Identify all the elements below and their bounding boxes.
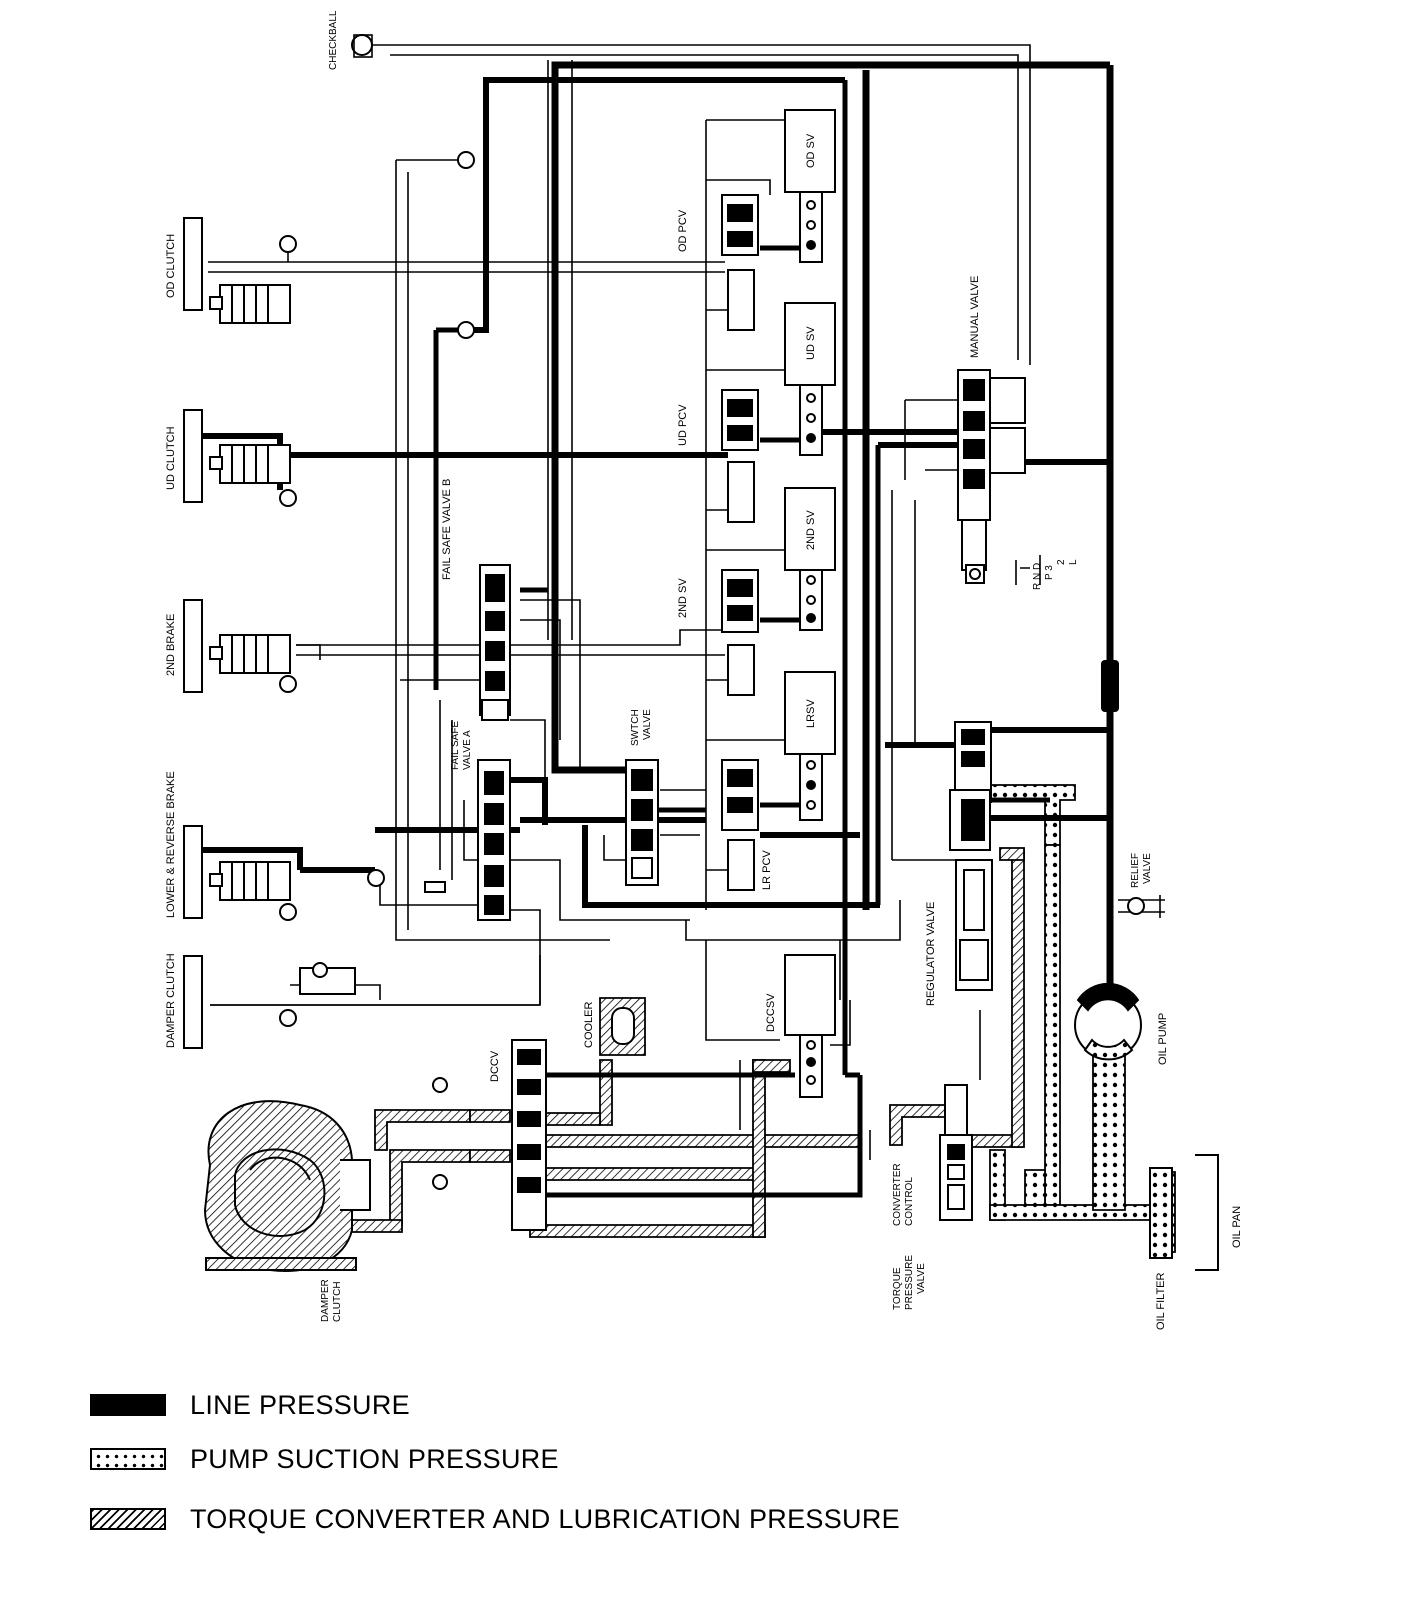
legend-line-pressure: LINE PRESSURE [90, 1386, 990, 1426]
dccv-label: DCCV [489, 1050, 501, 1082]
cooler-label: COOLER [583, 1001, 595, 1048]
fail-safe-a-label-1: FAIL SAFE [450, 721, 461, 770]
switch-valve-label-2: VALVE [642, 709, 653, 740]
relief-valve-label-2: VALVE [1142, 853, 1153, 884]
damper-clutch-label-2: CLUTCH [332, 1281, 343, 1322]
lrsv-label: LRSV [805, 699, 817, 728]
pump-suction-swatch [90, 1448, 166, 1470]
pressure-control-valves [721, 194, 759, 891]
tpv-label-2: PRESSURE [904, 1255, 915, 1310]
ud-sv-label: UD SV [805, 326, 817, 360]
check-balls [351, 34, 1145, 1190]
torque-converter [203, 1100, 371, 1272]
legend-pump-suction: PUMP SUCTION PRESSURE [90, 1440, 990, 1480]
torque-converter-legend-text: TORQUE CONVERTER AND LUBRICATION PRESSUR… [190, 1504, 900, 1534]
solenoid-valves [784, 109, 836, 1098]
legend-torque-converter: TORQUE CONVERTER AND LUBRICATION PRESSUR… [90, 1500, 990, 1540]
od-pcv-label: OD PCV [677, 209, 689, 252]
od-sv-label: OD SV [805, 133, 817, 168]
regulator-valve-label: REGULATOR VALVE [925, 902, 937, 1006]
range-label-1: R N D [1032, 563, 1043, 590]
pump-suction-legend-text: PUMP SUCTION PRESSURE [190, 1444, 559, 1474]
checkball-seat [353, 34, 373, 58]
torque-converter-swatch [90, 1508, 166, 1530]
component-labels: CHECKBALL OD CLUTCH UD CLUTCH 2ND BRAKE … [165, 10, 1243, 1330]
suction-passages [989, 784, 1176, 1253]
oil-pump-label: OIL PUMP [1157, 1013, 1169, 1065]
checkball-label: CHECKBALL [328, 10, 339, 70]
dccv-body [511, 1039, 547, 1231]
dccsv-label: DCCSV [765, 993, 777, 1032]
switch-valve-body [625, 759, 659, 886]
damper-clutch-assembly [183, 955, 356, 1049]
range-label-4: L [1068, 559, 1079, 565]
ud-clutch-assembly [183, 409, 297, 507]
fail-safe-a-label-2: VALVE A [462, 730, 473, 770]
oil-pump [1074, 982, 1142, 1061]
regulator-valve-body [949, 721, 993, 991]
fail-safe-b-label: FAIL SAFE VALVE B [441, 479, 453, 580]
damper-clutch-left-label: DAMPER CLUTCH [165, 953, 177, 1048]
damper-clutch-label-1: DAMPER [320, 1279, 331, 1322]
tpv-label-1: TORQUE [892, 1267, 903, 1310]
lr-brake-label: LOWER & REVERSE BRAKE [165, 771, 177, 918]
2nd-brake-assembly [183, 599, 297, 693]
switch-valve-label-1: SWTCH [630, 709, 641, 746]
converter-control-label-2: CONTROL [904, 1177, 915, 1226]
lr-brake-assembly [183, 825, 297, 921]
ud-clutch-label: UD CLUTCH [165, 426, 177, 490]
oil-pan [1149, 1154, 1219, 1271]
line-pressure-passages [200, 61, 1114, 1198]
2nd-sv-side-label: 2ND SV [677, 578, 689, 618]
fail-safe-valve-b-body [479, 564, 511, 721]
range-label-2: P 3 [1044, 565, 1055, 580]
relief-valve-label-1: RELIEF [1130, 853, 1141, 888]
torque-pressure-valve-body [939, 1084, 973, 1221]
line-pressure-legend-text: LINE PRESSURE [190, 1390, 410, 1420]
manual-valve-label: MANUAL VALVE [969, 276, 981, 358]
2nd-sv-label: 2ND SV [805, 510, 817, 550]
cooler-body [611, 1007, 635, 1045]
range-marks [1015, 555, 1041, 585]
range-label-3: 2 [1056, 559, 1067, 565]
manual-valve-body [957, 369, 1026, 584]
2nd-brake-label: 2ND BRAKE [165, 614, 177, 676]
line-pressure-swatch [90, 1394, 166, 1416]
tpv-label-3: VALVE [916, 1263, 927, 1294]
od-clutch-label: OD CLUTCH [165, 234, 177, 298]
thin-passages [208, 44, 1165, 1160]
lr-pcv-label: LR PCV [761, 850, 773, 890]
ud-pcv-label: UD PCV [677, 404, 689, 446]
fail-safe-valve-a-body [424, 759, 511, 921]
oil-pan-label: OIL PAN [1231, 1206, 1243, 1248]
oil-filter-label: OIL FILTER [1155, 1272, 1167, 1330]
line-restriction [1101, 660, 1119, 712]
od-clutch-assembly [183, 217, 297, 324]
converter-control-label-1: CONVERTER [892, 1163, 903, 1226]
